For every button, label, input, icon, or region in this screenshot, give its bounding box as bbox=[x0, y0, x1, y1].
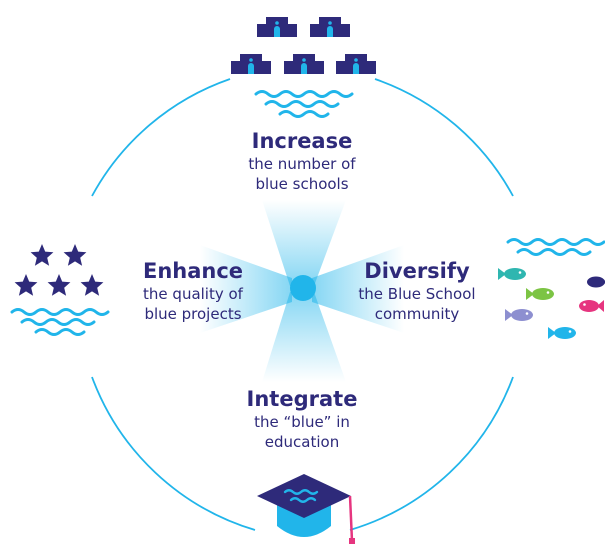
goal-enhance-title: Enhance bbox=[142, 259, 244, 283]
school-building-icon bbox=[310, 17, 350, 37]
star-icon bbox=[63, 244, 87, 266]
goal-integrate-line1: the “blue” in bbox=[254, 413, 350, 431]
fish-icon bbox=[548, 327, 576, 339]
goal-diversify-line1: the Blue School bbox=[358, 285, 476, 303]
goal-increase-line1: the number of bbox=[248, 155, 356, 173]
goal-enhance-line1: the quality of bbox=[143, 285, 243, 303]
goal-increase: Increase the number of blue schools bbox=[202, 128, 402, 194]
fish-icon bbox=[587, 276, 605, 288]
goal-increase-title: Increase bbox=[251, 129, 353, 153]
fish-icon bbox=[526, 288, 554, 300]
schools-on-waves-icon bbox=[231, 17, 376, 118]
star-icon bbox=[47, 274, 71, 296]
goal-enhance: Enhance the quality of blue projects bbox=[118, 258, 268, 324]
fish-icon bbox=[505, 309, 533, 321]
goal-increase-line2: blue schools bbox=[255, 175, 349, 193]
school-building-icon bbox=[231, 54, 271, 74]
school-building-icon bbox=[284, 54, 324, 74]
goal-diversify-title: Diversify bbox=[364, 259, 470, 283]
star-icon bbox=[14, 274, 38, 296]
fish-icon bbox=[498, 268, 526, 280]
waves-icon bbox=[254, 90, 354, 118]
outer-circle bbox=[91, 78, 514, 531]
goal-integrate-line2: education bbox=[264, 433, 340, 451]
fish-icon bbox=[579, 300, 604, 312]
fish-in-waves-icon bbox=[498, 238, 605, 339]
goal-integrate: Integrate the “blue” in education bbox=[222, 386, 382, 452]
waves-icon bbox=[506, 238, 605, 256]
star-icon bbox=[30, 244, 54, 266]
stars-on-waves-icon bbox=[10, 244, 110, 336]
star-icon bbox=[80, 274, 104, 296]
center-dot bbox=[290, 275, 316, 301]
school-building-icon bbox=[257, 17, 297, 37]
center-beams bbox=[200, 200, 404, 382]
goal-diversify: Diversify the Blue School community bbox=[337, 258, 497, 324]
school-building-icon bbox=[336, 54, 376, 74]
goal-integrate-title: Integrate bbox=[246, 387, 358, 411]
waves-icon bbox=[10, 308, 110, 336]
graduation-cap-icon bbox=[257, 474, 355, 544]
goal-enhance-line2: blue projects bbox=[144, 305, 242, 323]
goal-diversify-line2: community bbox=[374, 305, 460, 323]
